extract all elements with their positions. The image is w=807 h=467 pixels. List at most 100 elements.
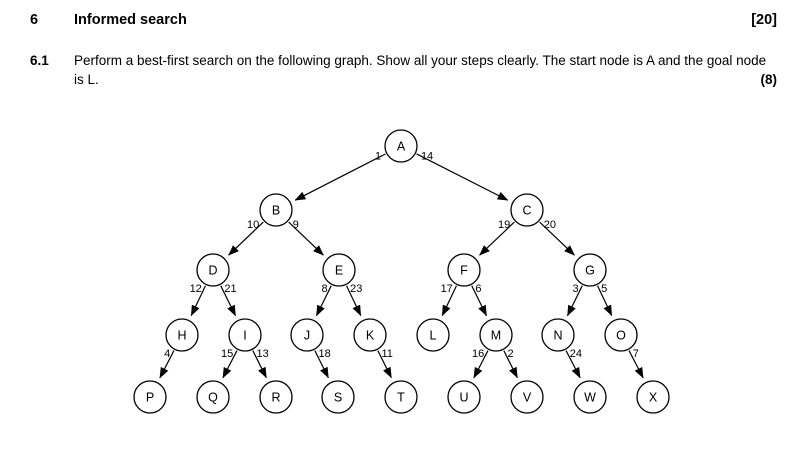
node-label-i: I bbox=[243, 329, 246, 343]
graph-node-h[interactable]: H bbox=[165, 318, 199, 352]
node-circle-w[interactable] bbox=[573, 380, 607, 414]
node-circle-x[interactable] bbox=[636, 380, 670, 414]
edge-i-q bbox=[222, 350, 238, 379]
node-circle-l[interactable] bbox=[416, 318, 450, 352]
edge-weight-d-i: 21 bbox=[224, 283, 236, 295]
graph-node-u[interactable]: U bbox=[447, 380, 481, 414]
graph-node-w[interactable]: W bbox=[573, 380, 607, 414]
edge-f-l bbox=[441, 285, 458, 317]
node-label-k: K bbox=[366, 329, 375, 343]
graph-node-f[interactable]: F bbox=[447, 253, 481, 287]
graph-node-j[interactable]: J bbox=[290, 318, 324, 352]
graph-node-t[interactable]: T bbox=[384, 380, 418, 414]
graph-node-i[interactable]: I bbox=[228, 318, 262, 352]
edge-weight-e-j: 8 bbox=[321, 283, 327, 295]
edge-weight-j-s: 18 bbox=[318, 348, 330, 360]
edge-weight-c-g: 20 bbox=[544, 219, 556, 231]
edge-weight-c-f: 19 bbox=[498, 219, 510, 231]
node-circle-p[interactable] bbox=[133, 380, 167, 414]
graph-node-k[interactable]: K bbox=[353, 318, 387, 352]
graph-node-c[interactable]: C bbox=[510, 193, 544, 227]
node-circle-c[interactable] bbox=[510, 193, 544, 227]
graph-node-n[interactable]: N bbox=[541, 318, 575, 352]
node-label-x: X bbox=[649, 391, 658, 405]
node-label-s: S bbox=[334, 391, 342, 405]
node-circle-o[interactable] bbox=[604, 318, 638, 352]
edge-k-t bbox=[377, 350, 392, 379]
node-label-f: F bbox=[460, 264, 468, 278]
edge-i-r bbox=[252, 350, 267, 379]
node-circle-a[interactable] bbox=[384, 129, 418, 163]
edge-e-k bbox=[345, 285, 362, 317]
node-circle-n[interactable] bbox=[541, 318, 575, 352]
node-circle-k[interactable] bbox=[353, 318, 387, 352]
node-circle-r[interactable] bbox=[259, 380, 293, 414]
graph-node-v[interactable]: V bbox=[510, 380, 544, 414]
node-circle-e[interactable] bbox=[322, 253, 356, 287]
node-label-b: B bbox=[272, 204, 280, 218]
edge-e-j bbox=[315, 285, 332, 317]
graph-node-e[interactable]: E bbox=[322, 253, 356, 287]
sub-question-row: 6.1 Perform a best-first search on the f… bbox=[30, 51, 777, 89]
graph-node-q[interactable]: Q bbox=[196, 380, 230, 414]
edge-g-n bbox=[566, 285, 583, 317]
node-label-q: Q bbox=[208, 391, 218, 405]
edge-weight-f-l: 17 bbox=[441, 283, 453, 295]
node-circle-g[interactable] bbox=[573, 253, 607, 287]
edge-weight-i-r: 13 bbox=[256, 348, 268, 360]
edge-b-e bbox=[288, 221, 324, 256]
node-circle-u[interactable] bbox=[447, 380, 481, 414]
node-label-e: E bbox=[335, 264, 343, 278]
node-circle-d[interactable] bbox=[196, 253, 230, 287]
graph-node-m[interactable]: M bbox=[479, 318, 513, 352]
node-circle-t[interactable] bbox=[384, 380, 418, 414]
edge-weight-n-w: 24 bbox=[570, 348, 582, 360]
node-label-h: H bbox=[177, 329, 186, 343]
edge-weight-b-e: 9 bbox=[293, 219, 299, 231]
node-circle-v[interactable] bbox=[510, 380, 544, 414]
node-label-t: T bbox=[397, 391, 405, 405]
node-label-g: G bbox=[585, 264, 595, 278]
graph-node-o[interactable]: O bbox=[604, 318, 638, 352]
graph-node-p[interactable]: P bbox=[133, 380, 167, 414]
edge-d-i bbox=[220, 285, 237, 317]
node-circle-j[interactable] bbox=[290, 318, 324, 352]
edge-weight-i-q: 15 bbox=[221, 348, 233, 360]
graph-node-s[interactable]: S bbox=[321, 380, 355, 414]
edge-c-g bbox=[539, 221, 575, 256]
question-header: 6 Informed search [20] 6.1 Perform a bes… bbox=[0, 0, 807, 89]
node-label-j: J bbox=[304, 329, 310, 343]
graph-node-l[interactable]: L bbox=[416, 318, 450, 352]
edge-weight-o-x: 7 bbox=[633, 348, 639, 360]
node-circle-m[interactable] bbox=[479, 318, 513, 352]
graph-node-b[interactable]: B bbox=[259, 193, 293, 227]
graph-node-r[interactable]: R bbox=[259, 380, 293, 414]
edge-weight-g-n: 3 bbox=[572, 283, 578, 295]
node-circle-q[interactable] bbox=[196, 380, 230, 414]
node-label-p: P bbox=[146, 391, 154, 405]
node-circle-i[interactable] bbox=[228, 318, 262, 352]
edge-f-m bbox=[471, 285, 488, 317]
node-circle-f[interactable] bbox=[447, 253, 481, 287]
node-label-l: L bbox=[430, 329, 437, 343]
node-label-n: N bbox=[553, 329, 562, 343]
edge-weight-a-c: 14 bbox=[421, 151, 433, 163]
edge-weight-d-h: 12 bbox=[190, 283, 202, 295]
graph-node-d[interactable]: D bbox=[196, 253, 230, 287]
graph-node-a[interactable]: A bbox=[384, 129, 418, 163]
edge-weight-e-k: 23 bbox=[350, 283, 362, 295]
node-circle-b[interactable] bbox=[259, 193, 293, 227]
node-label-v: V bbox=[523, 391, 532, 405]
graph-node-g[interactable]: G bbox=[573, 253, 607, 287]
edge-weight-b-d: 10 bbox=[247, 219, 259, 231]
edge-g-o bbox=[596, 285, 613, 317]
node-label-d: D bbox=[208, 264, 217, 278]
node-label-o: O bbox=[616, 329, 626, 343]
node-circle-h[interactable] bbox=[165, 318, 199, 352]
edge-j-s bbox=[314, 350, 329, 379]
graph-node-x[interactable]: X bbox=[636, 380, 670, 414]
node-circle-s[interactable] bbox=[321, 380, 355, 414]
edge-c-f bbox=[479, 221, 515, 256]
